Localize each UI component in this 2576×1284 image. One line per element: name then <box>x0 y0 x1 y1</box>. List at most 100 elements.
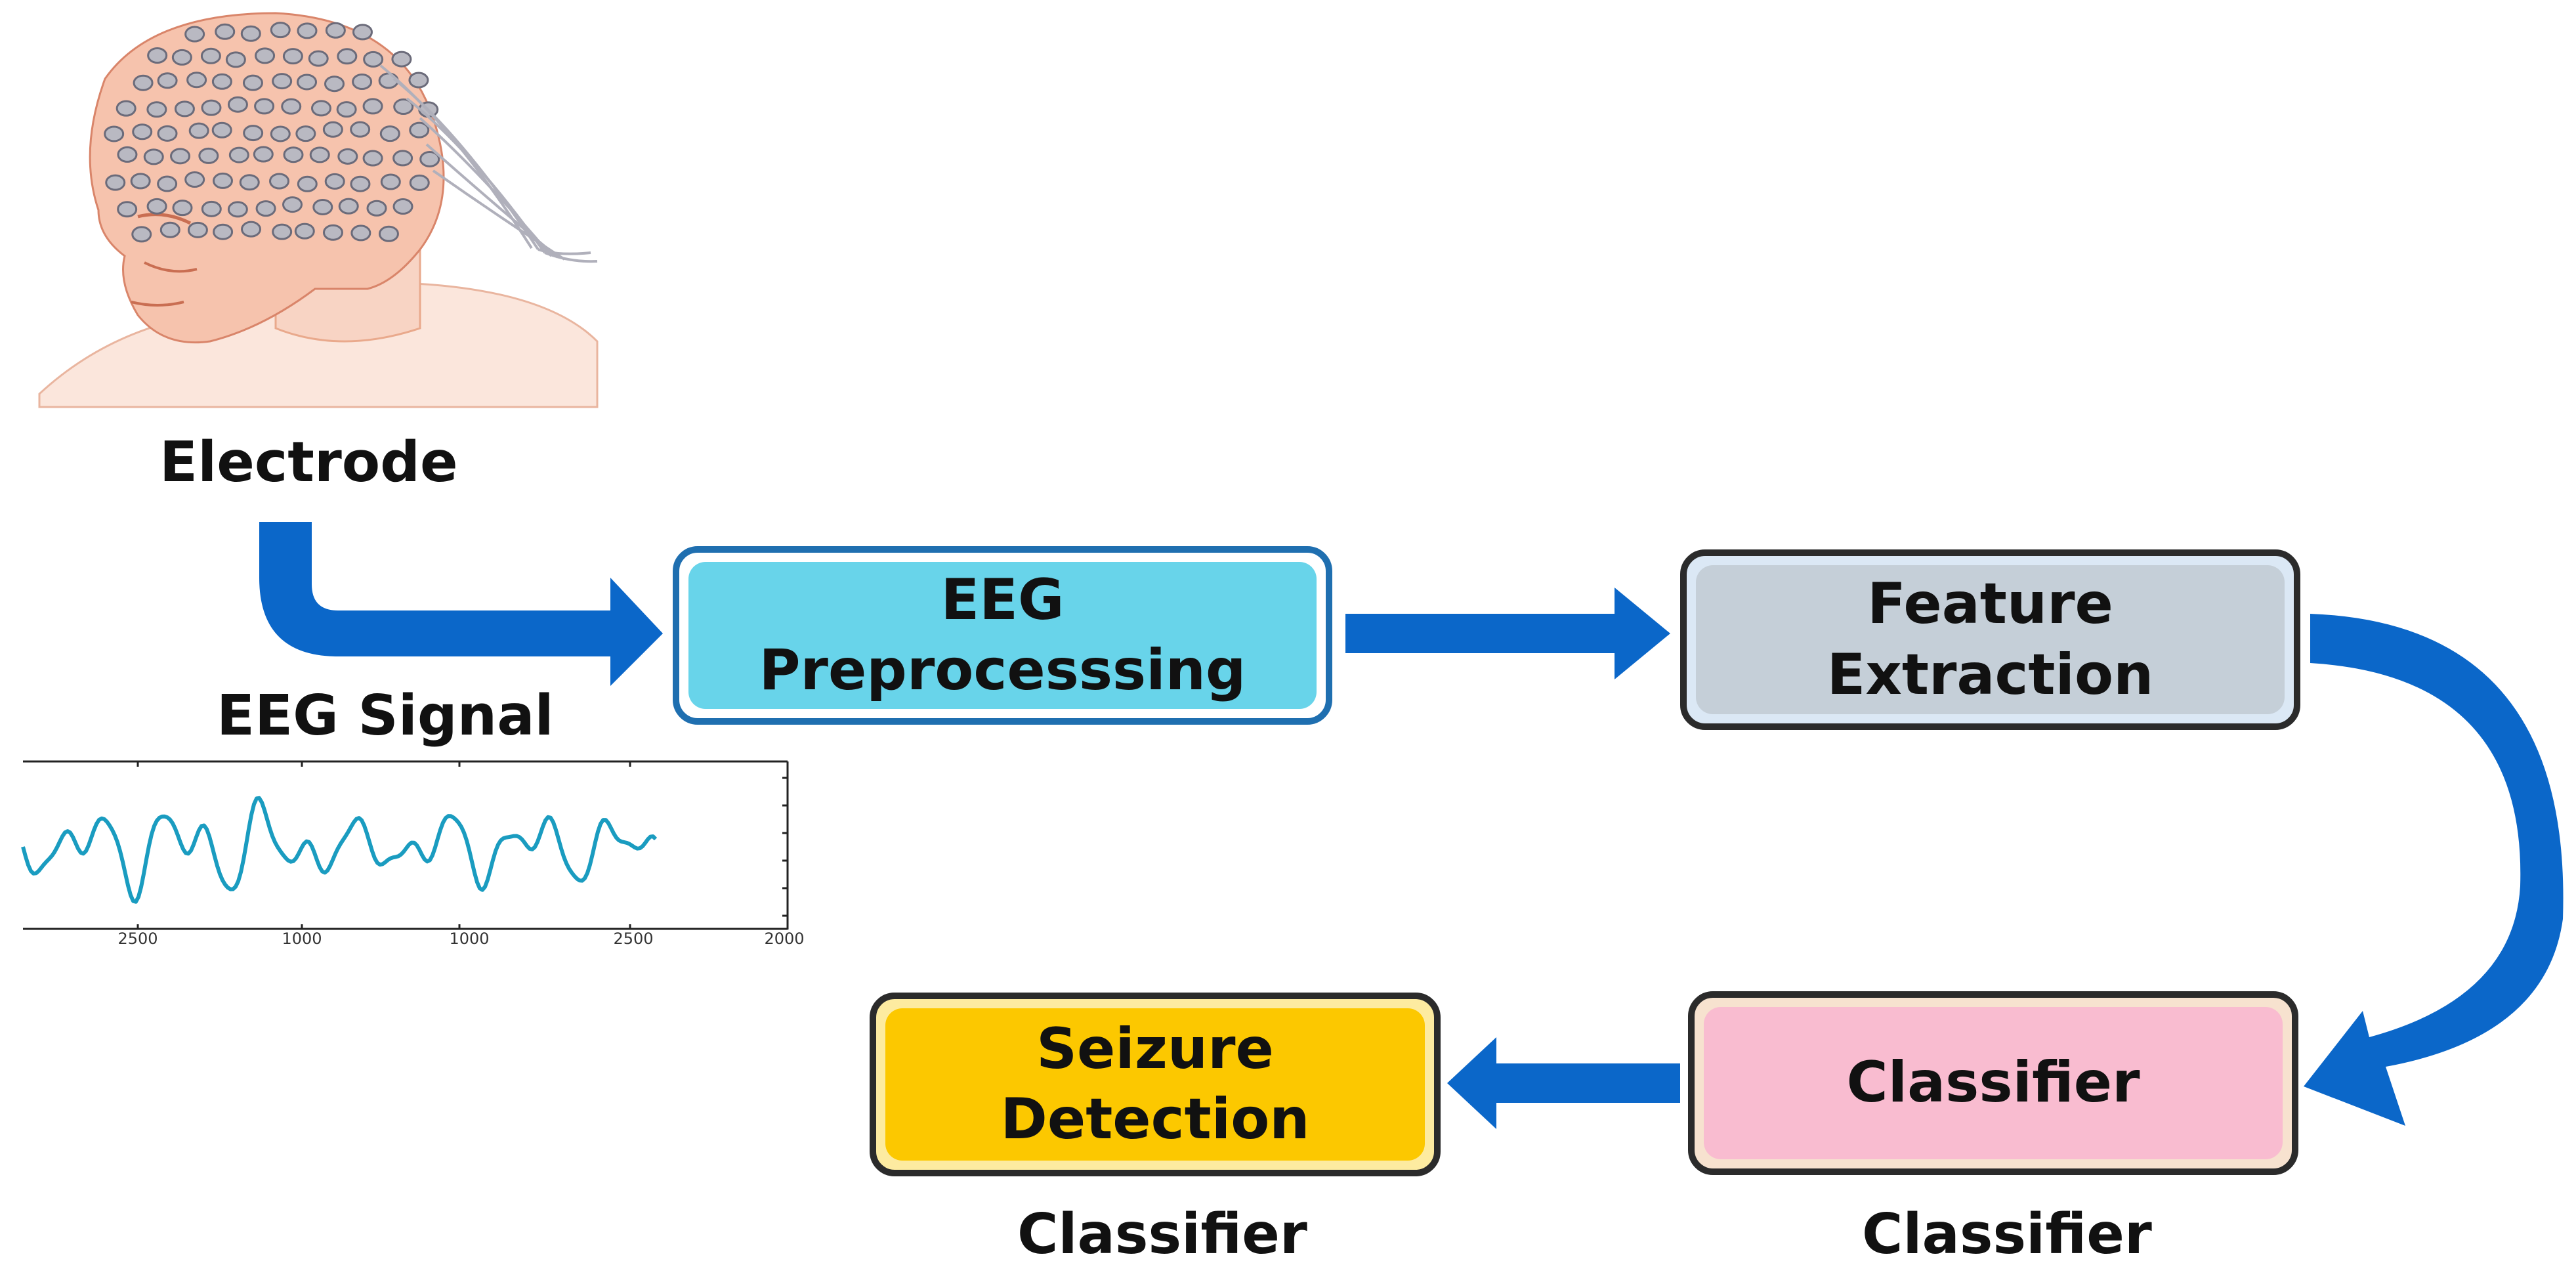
electrode-sensor <box>133 74 154 91</box>
electrode-sensor <box>227 201 248 218</box>
electrode-sensor <box>309 146 330 163</box>
electrode-sensor <box>116 100 137 117</box>
electrode-sensor <box>269 173 290 190</box>
electrode-sensor <box>379 125 400 142</box>
electrode-sensor <box>184 171 205 188</box>
electrode-sensor <box>352 24 373 41</box>
electrode-sensor <box>201 99 222 116</box>
electrode-sensor <box>322 224 343 241</box>
electrode-sensor <box>295 125 316 142</box>
plot-tick-label: 2500 <box>117 930 158 948</box>
electrode-sensor <box>159 221 180 238</box>
electrode-sensor <box>380 173 401 190</box>
classifier-box: Classifier <box>1688 991 2298 1175</box>
plot-tick-label: 1000 <box>449 930 489 948</box>
electrode-sensor <box>350 121 371 138</box>
electrode-sensor <box>281 98 302 115</box>
electrode-label: Electrode <box>159 430 458 495</box>
electrode-sensor <box>283 146 304 163</box>
electrode-sensor <box>282 196 303 213</box>
electrode-sensor <box>131 226 152 243</box>
electrode-sensor <box>157 175 178 192</box>
electrode-sensor <box>272 73 293 90</box>
seizure-line1: Seizure <box>1036 1016 1274 1082</box>
electrode-sensor <box>174 100 195 118</box>
electrode-sensor <box>254 98 275 115</box>
electrode-sensor <box>241 221 262 238</box>
arrow-preprocessing-to-feature <box>1345 588 1670 679</box>
electrode-sensor <box>338 198 359 215</box>
electrode-sensor <box>270 125 291 142</box>
electrode-sensor <box>132 123 153 140</box>
electrode-sensor <box>146 101 167 118</box>
electrode-sensor <box>243 125 264 142</box>
electrode-sensor <box>363 51 384 68</box>
electrode-sensor <box>143 148 164 165</box>
electrode-sensor <box>392 150 413 167</box>
electrode-sensor <box>352 74 373 91</box>
electrode-sensor <box>409 121 430 139</box>
electrode-sensor <box>391 51 412 68</box>
feature-line1: Feature <box>1867 571 2113 637</box>
classifier-line1: Classifier <box>1846 1050 2140 1116</box>
electrode-sensor <box>324 173 345 190</box>
electrode-sensor <box>336 101 357 118</box>
electrode-sensor <box>201 200 222 217</box>
plot-tick-label: 1000 <box>282 930 322 948</box>
feature-extraction-box: Feature Extraction <box>1680 549 2300 730</box>
electrode-sensor <box>297 175 318 192</box>
seizure-detection-fill <box>885 1008 1425 1161</box>
electrode-sensor <box>419 150 440 167</box>
electrode-sensor <box>312 198 333 215</box>
electrode-sensor <box>184 26 205 43</box>
electrode-sensor <box>350 175 371 192</box>
electrode-sensor <box>270 22 291 39</box>
electrode-sensor <box>188 122 209 139</box>
arrow-feature-to-classifier <box>2304 614 2564 1126</box>
electrode-sensor <box>366 200 387 217</box>
electrode-sensor <box>392 198 413 215</box>
electrode-sensor <box>272 223 293 240</box>
electrode-sensor <box>157 125 178 142</box>
electrode-sensor <box>146 198 167 215</box>
electrode-sensor <box>170 148 191 165</box>
feature-line2: Extraction <box>1826 641 2154 708</box>
electrode-sensor <box>186 72 207 89</box>
electrode-sensor <box>409 174 430 191</box>
electrode-sensor <box>187 221 208 238</box>
preprocessing-line1: EEG <box>940 567 1065 633</box>
electrode-sensor <box>228 146 249 163</box>
electrode-sensor <box>200 47 221 64</box>
electrode-sensor <box>225 51 246 68</box>
electrode-sensor <box>211 121 232 139</box>
preprocessing-line2: Preprocesssing <box>759 637 1246 703</box>
electrode-sensor <box>198 147 219 164</box>
electrode-sensor <box>104 125 125 142</box>
electrode-sensor <box>350 225 371 242</box>
electrode-sensor <box>255 47 276 64</box>
electrode-sensor <box>211 73 232 90</box>
arrow-classifier-to-seizure <box>1447 1037 1680 1129</box>
electrode-sensor <box>408 72 429 89</box>
electrode-sensor <box>337 148 358 165</box>
eeg-preprocessing-box: EEG Preprocesssing <box>673 546 1332 725</box>
eeg-cap-head-icon <box>38 12 599 408</box>
electrode-sensor <box>322 121 343 138</box>
eeg-signal-label: EEG Signal <box>217 683 554 748</box>
electrode-sensor <box>227 96 248 113</box>
electrode-sensor <box>157 72 178 89</box>
electrode-sensor <box>393 98 414 116</box>
electrode-sensor <box>282 48 303 65</box>
electrode-sensor <box>239 174 260 191</box>
electrode-sensor <box>242 74 263 91</box>
electrode-sensor <box>117 201 138 218</box>
electrode-sensor <box>378 225 399 242</box>
electrode-sensor <box>171 49 192 66</box>
electrode-sensor <box>324 75 345 93</box>
electrode-sensor <box>105 174 126 191</box>
electrode-sensor <box>308 50 329 67</box>
electrode-sensor <box>362 98 383 115</box>
electrode-sensor <box>297 22 318 39</box>
electrode-sensor <box>213 223 234 240</box>
electrode-sensor <box>172 200 193 217</box>
